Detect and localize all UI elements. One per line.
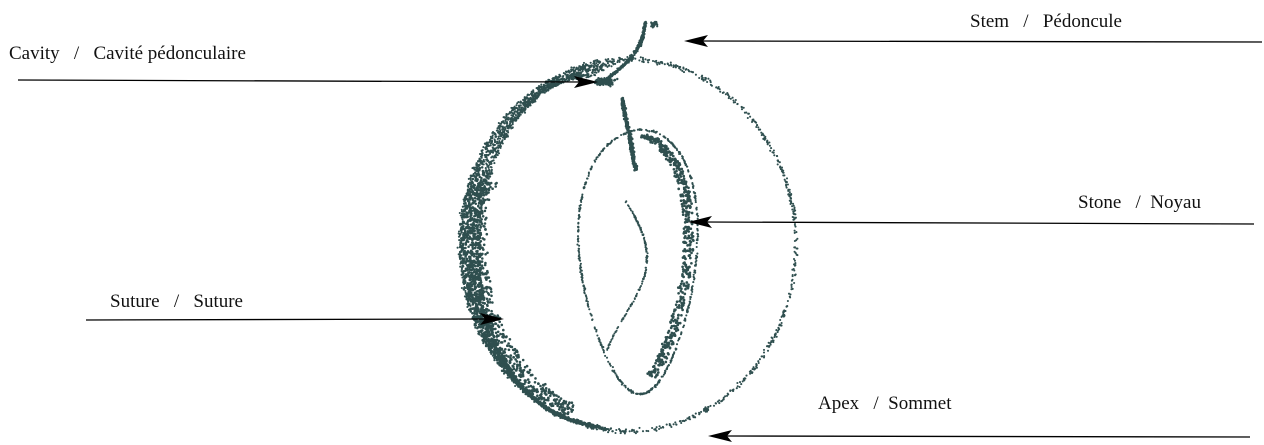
suture-leader xyxy=(86,313,504,325)
label-cavity: Cavity / Cavité pédonculaire xyxy=(9,44,246,63)
label-stem: Stem / Pédoncule xyxy=(970,12,1122,31)
leader-lines xyxy=(18,35,1262,442)
label-apex: Apex / Sommet xyxy=(818,394,952,413)
cavity-leader xyxy=(18,76,598,88)
stippled-fruit xyxy=(457,21,799,435)
label-stone: Stone / Noyau xyxy=(1078,193,1201,212)
stem-leader xyxy=(684,35,1262,47)
apex-leader xyxy=(708,430,1250,442)
stone-leader xyxy=(688,216,1254,228)
label-suture: Suture / Suture xyxy=(110,292,243,311)
